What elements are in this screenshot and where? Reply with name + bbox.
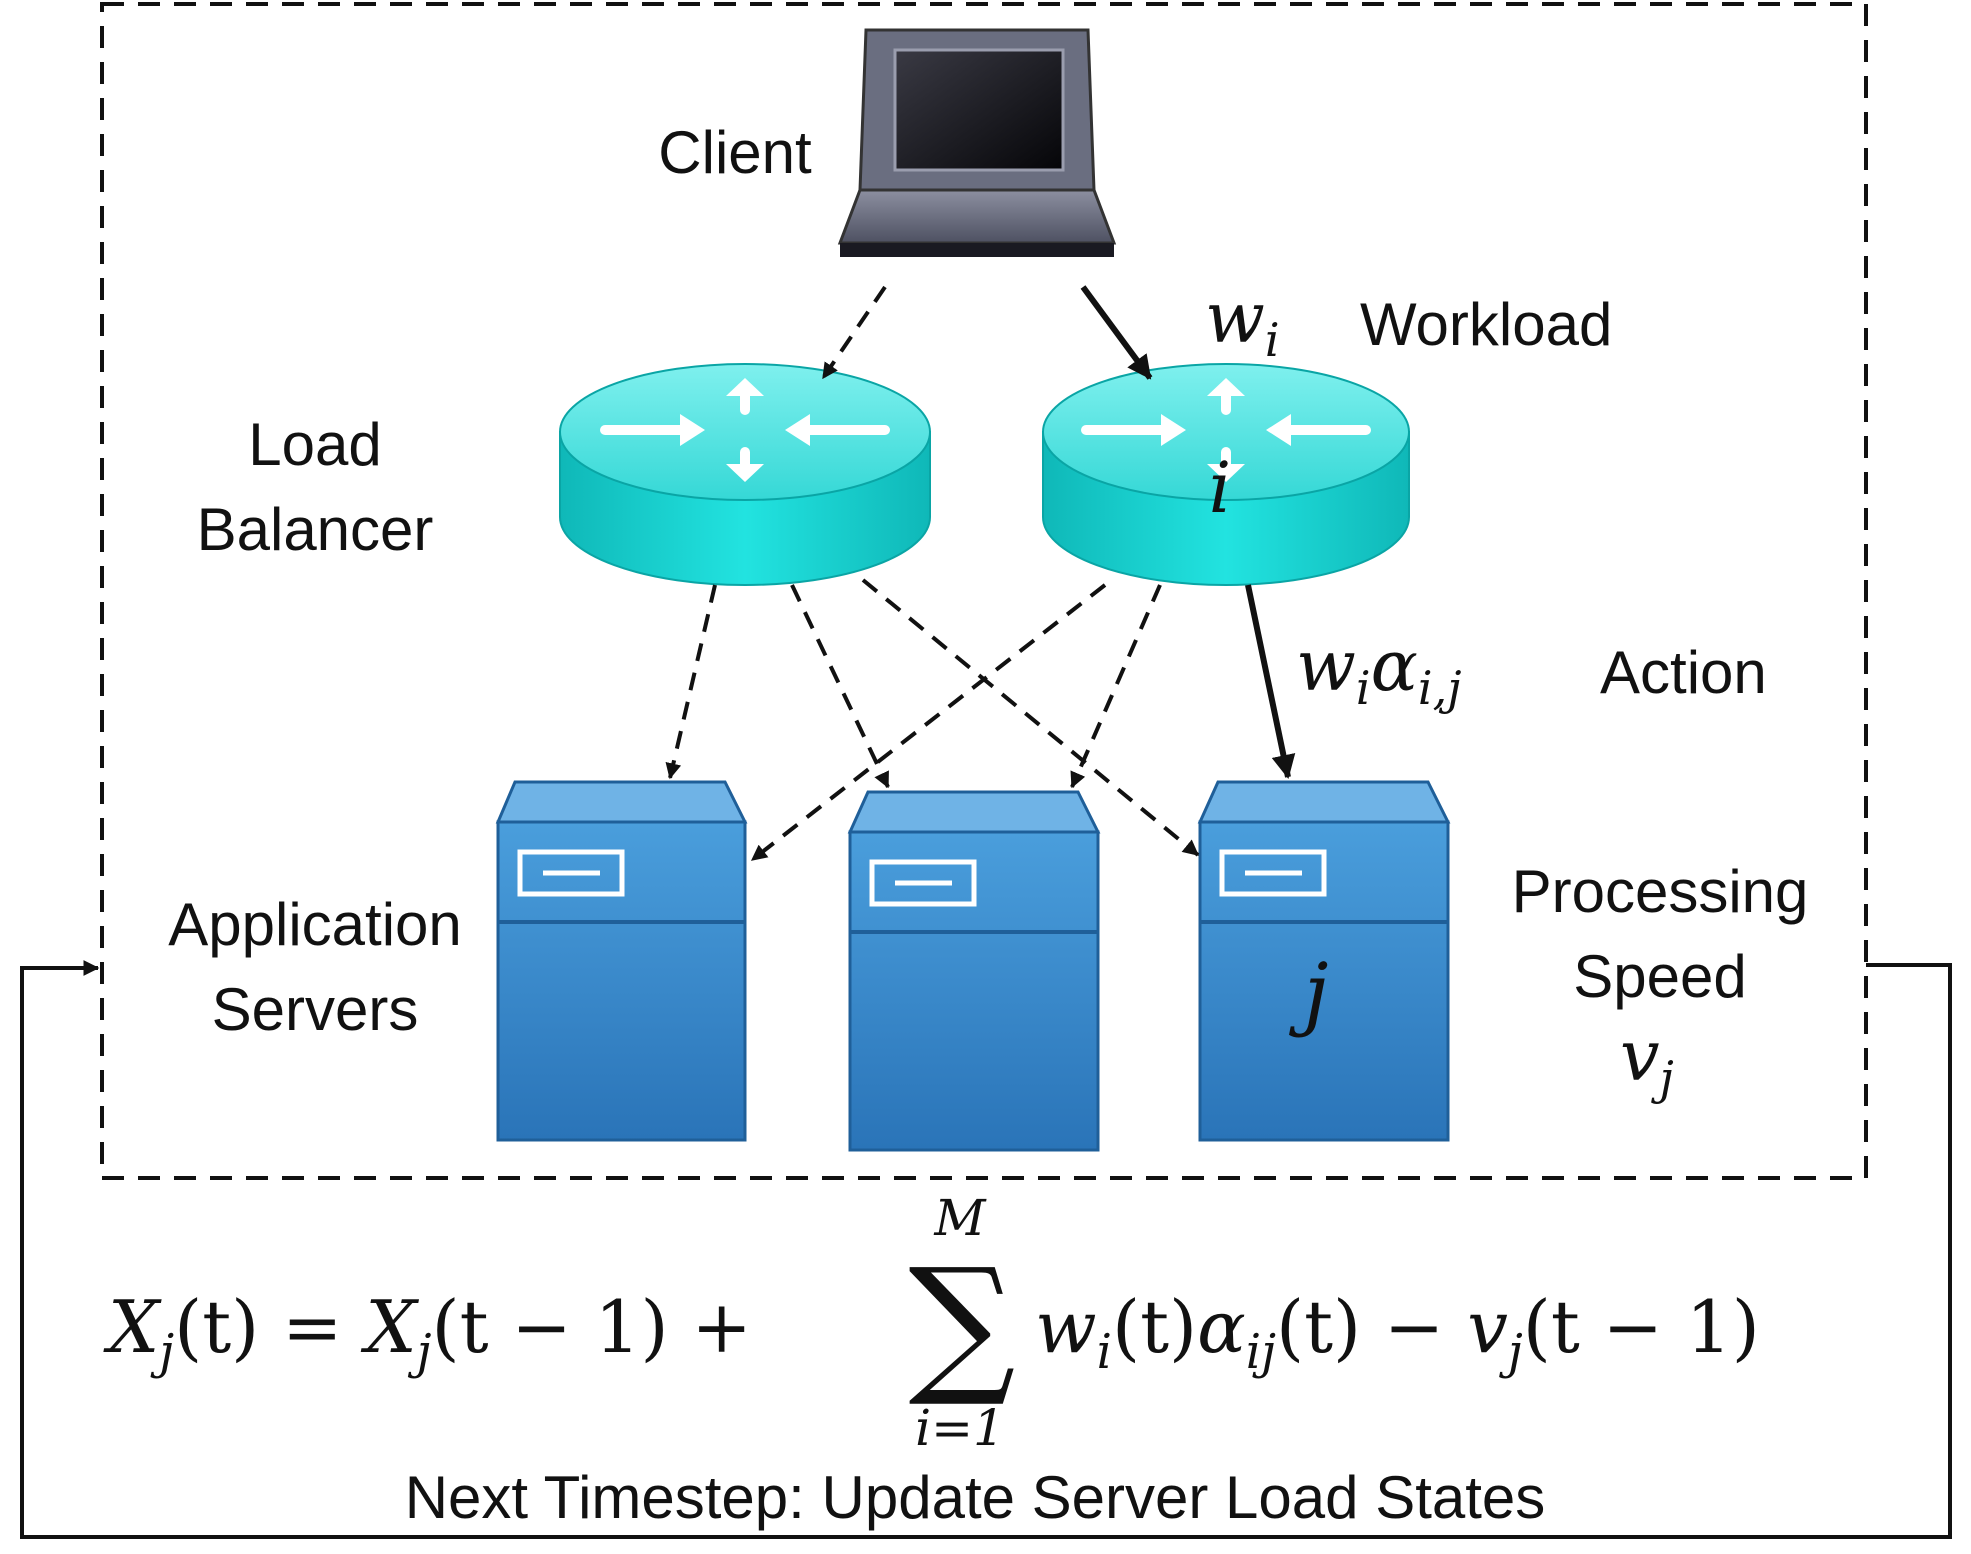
router-icon [1042,363,1410,586]
router1-to-server2-arrow [790,584,890,789]
speed-symbol: vj [1620,1015,1674,1105]
eq-sum-upper: M [933,1189,987,1247]
router-index-label: i [1209,447,1231,529]
load-balancer-label-line1: Load [248,411,381,478]
svg-text:wiαi,j: wiαi,j [1296,625,1462,715]
action-alpha-sub: i,j [1418,661,1462,715]
server-icon [847,790,1101,1152]
action-w: w [1296,625,1356,707]
workload-label: Workload [1360,291,1612,358]
action-label: Action [1600,639,1767,706]
svg-text:wi(t)αij(t) − vj(t − 1): wi(t)αij(t) − vj(t − 1) [1035,1285,1760,1380]
workload-symbol-sub: i [1265,313,1280,367]
client-to-router2-arrow [1080,285,1153,380]
load-balancer-label-line2: Balancer [197,496,434,563]
eq-term-w-sub: i [1097,1324,1112,1380]
app-servers-label-line2: Servers [212,976,419,1043]
workload-symbol-base: w [1205,277,1265,359]
eq-sum-symbol: ∑ [908,1237,1015,1411]
server-icon [1197,780,1451,1142]
svg-text:Xj(t) = Xj(t − 1) +: Xj(t) = Xj(t − 1) + [103,1285,752,1380]
laptop-icon [837,28,1117,257]
svg-text:wi: wi [1205,277,1280,367]
load-update-equation: Xj(t) = Xj(t − 1) + M ∑ i=1 wi(t)αij(t) … [103,1189,1760,1457]
action-w-sub: i [1356,661,1371,715]
app-servers-label-line1: Application [168,891,462,958]
router2-to-server2-arrow [1070,584,1162,789]
client-label: Client [658,119,812,186]
feedback-loop-line [20,960,1952,1539]
footer-label: Next Timestep: Update Server Load States [405,1464,1546,1531]
action-symbol: wiαi,j [1296,625,1462,715]
server-icon [495,780,748,1142]
processing-speed-label-line1: Processing [1512,858,1809,925]
router1-to-server1-arrow [665,584,717,780]
system-boundary [100,2,1868,1180]
eq-rhs1-arg: (t − 1) + [432,1285,752,1369]
processing-speed-label-line2: Speed [1573,943,1747,1010]
eq-term-w-arg: (t) [1112,1285,1197,1369]
router2-to-server3-arrow [1245,584,1296,779]
eq-rhs1: X [360,1285,419,1369]
workload-symbol: wi [1205,277,1280,367]
speed-base: v [1620,1015,1660,1097]
eq-term-alpha-arg: (t) − [1276,1285,1467,1369]
eq-sum-lower: i=1 [915,1399,1005,1457]
client-to-router1-arrow [821,285,887,380]
svg-text:vj: vj [1620,1015,1674,1105]
eq-term-alpha-sub: ij [1246,1324,1276,1380]
router2-to-server1-arrow [750,583,1107,862]
eq-lhs-arg: (t) = [174,1285,365,1369]
eq-term-w: w [1035,1285,1097,1369]
eq-term-alpha: α [1197,1285,1246,1369]
eq-term-v: v [1467,1285,1508,1369]
eq-lhs: X [103,1285,162,1369]
action-alpha: α [1371,625,1418,707]
router-icon [559,363,931,586]
router1-to-server3-arrow [861,578,1200,857]
eq-term-v-arg: (t − 1) [1523,1285,1760,1369]
